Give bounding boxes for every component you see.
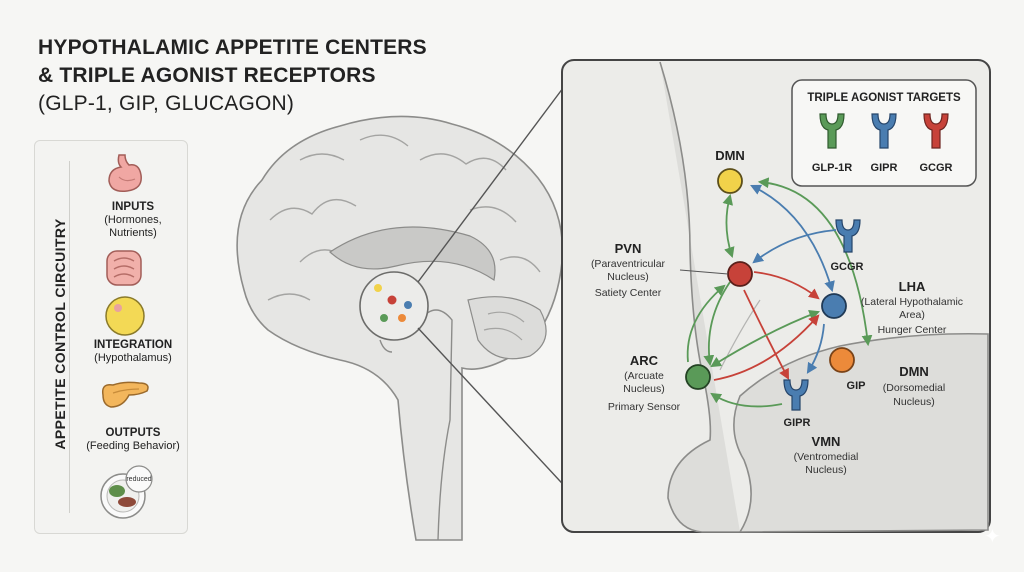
lha-name: LHA bbox=[899, 279, 926, 294]
dmn-right-name: DMN bbox=[899, 364, 929, 379]
glp1r-receptor-icon bbox=[819, 113, 845, 149]
arrow-arc-pvn bbox=[686, 284, 726, 363]
outputs-line1: (Feeding Behavior) bbox=[86, 440, 180, 452]
vmn-line1: (Ventromedial bbox=[794, 451, 859, 463]
sidebar-icons: reduced bbox=[100, 154, 153, 519]
integration-title: INTEGRATION bbox=[93, 339, 173, 351]
gip-label: GIP bbox=[847, 380, 866, 392]
gcgr-panel-receptor-icon bbox=[835, 219, 861, 253]
title-line-3: (GLP-1, GIP, GLUCAGON) bbox=[38, 92, 295, 115]
vmn-line2: Nucleus) bbox=[805, 464, 846, 476]
pathway-arrows bbox=[686, 177, 873, 408]
pvn-line1: (Paraventricular bbox=[591, 258, 666, 270]
intestine-icon bbox=[106, 250, 142, 286]
panel-divider bbox=[69, 161, 70, 513]
outputs-title: OUTPUTS bbox=[105, 427, 161, 439]
target-label-gcgr: GCGR bbox=[920, 162, 953, 174]
plate-icon bbox=[100, 465, 153, 519]
zoom-line-top bbox=[417, 75, 573, 283]
inputs-line1: (Hormones, bbox=[104, 214, 162, 226]
pvn-node bbox=[727, 261, 753, 287]
arc-line3: Primary Sensor bbox=[608, 401, 681, 413]
integration-line1: (Hypothalamus) bbox=[94, 352, 172, 364]
arrow-arc-lha-red bbox=[713, 314, 820, 381]
inputs-label: INPUTS (Hormones, Nutrients) bbox=[83, 201, 183, 240]
magnifier-circle bbox=[359, 271, 429, 341]
orange-node bbox=[829, 347, 855, 373]
gipr-panel-receptor-icon bbox=[783, 379, 809, 411]
title-line-2: & TRIPLE AGONIST RECEPTORS bbox=[38, 64, 376, 87]
lha-line1: (Lateral Hypothalamic bbox=[861, 296, 963, 308]
arrow-arc-lha bbox=[710, 309, 821, 368]
target-label-gipr: GIPR bbox=[871, 162, 898, 174]
arrow-pvn-lha bbox=[753, 271, 820, 300]
arrow-gipr-arc bbox=[710, 392, 783, 408]
pvn-line3: Satiety Center bbox=[595, 287, 662, 299]
arc-line1: (Arcuate bbox=[624, 370, 664, 382]
integration-label: INTEGRATION (Hypothalamus) bbox=[83, 339, 183, 365]
title-line-1: HYPOTHALAMIC APPETITE CENTERS bbox=[38, 36, 427, 59]
gcgr-receptor-icon bbox=[923, 113, 949, 149]
arc-node bbox=[685, 364, 711, 390]
dmn-top-label: DMN bbox=[715, 148, 745, 163]
sparkle-icon: ✦ bbox=[984, 526, 1001, 548]
arrow-dmn-right bbox=[757, 177, 873, 347]
lha-line3: Hunger Center bbox=[878, 324, 947, 336]
lha-line2: Area) bbox=[899, 309, 925, 321]
appetite-circuitry-panel: APPETITE CONTROL CIRCUITRY bbox=[34, 140, 188, 534]
pancreas-icon bbox=[101, 381, 149, 408]
hypothalamus-outline bbox=[659, 61, 989, 533]
arrow-lha-gipr bbox=[806, 323, 825, 374]
brain-illustration bbox=[236, 115, 564, 541]
zoom-line-bottom bbox=[417, 327, 573, 495]
targets-title: TRIPLE AGONIST TARGETS bbox=[807, 92, 961, 104]
arc-name: ARC bbox=[630, 353, 659, 368]
dmn-top-node bbox=[717, 168, 743, 194]
pvn-name: PVN bbox=[615, 241, 642, 256]
plate-badge: reduced bbox=[126, 476, 151, 483]
stomach-icon bbox=[108, 154, 142, 193]
lha-node bbox=[821, 293, 847, 319]
dmn-right-line1: (Dorsomedial bbox=[883, 382, 945, 394]
pvn-leader-line bbox=[679, 269, 729, 275]
gcgr-panel-label: GCGR bbox=[831, 261, 864, 273]
inputs-title: INPUTS bbox=[111, 201, 155, 213]
hypothalamus-icon bbox=[105, 296, 145, 336]
pvn-line2: Nucleus) bbox=[607, 271, 648, 283]
vmn-name: VMN bbox=[812, 434, 841, 449]
arrow-dmn-pvn bbox=[722, 193, 735, 259]
target-label-glp1r: GLP-1R bbox=[812, 162, 852, 174]
arrow-gcgr-pvn bbox=[752, 229, 837, 264]
page-title: HYPOTHALAMIC APPETITE CENTERS & TRIPLE A… bbox=[38, 34, 508, 118]
inputs-line2: Nutrients) bbox=[109, 227, 157, 239]
gipr-receptor-icon bbox=[871, 113, 897, 149]
outputs-label: OUTPUTS (Feeding Behavior) bbox=[83, 427, 183, 453]
dmn-right-line2: Nucleus) bbox=[893, 396, 934, 408]
gipr-panel-label: GIPR bbox=[784, 417, 811, 429]
arc-line2: Nucleus) bbox=[623, 383, 664, 395]
